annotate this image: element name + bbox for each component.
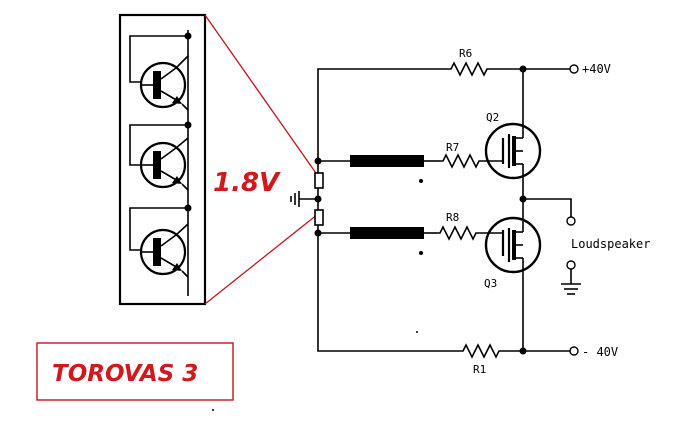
bias-element-bottom xyxy=(314,209,324,226)
label-r1: R1 xyxy=(473,363,486,376)
mosfet-q2 xyxy=(484,122,542,180)
label-r8: R8 xyxy=(446,211,459,224)
label-plus-supply: +40V xyxy=(582,62,611,76)
title-text: TOROVAS 3 xyxy=(52,361,198,387)
zoom-line-bottom xyxy=(204,213,319,305)
resistor-r8 xyxy=(437,225,485,241)
resistor-r6 xyxy=(446,61,490,77)
label-r6: R6 xyxy=(459,47,472,60)
plus-supply-terminal xyxy=(569,64,579,74)
mosfet-q3 xyxy=(484,216,542,274)
zoom-line-top xyxy=(204,14,319,177)
label-q3: Q3 xyxy=(484,277,497,290)
loudspeaker-terminal-bottom xyxy=(566,260,576,270)
inductor-top xyxy=(350,155,424,167)
label-r7: R7 xyxy=(446,141,459,154)
title-box: TOROVAS 3 xyxy=(36,342,234,401)
inductor-bottom xyxy=(350,227,424,239)
bias-element-top xyxy=(314,172,324,189)
main-circuit xyxy=(212,61,581,411)
label-minus-supply: - 40V xyxy=(582,345,618,359)
transistor-inset xyxy=(118,13,207,306)
resistor-r1 xyxy=(460,343,502,359)
label-q2: Q2 xyxy=(486,111,499,124)
speaker-ground-symbol xyxy=(561,283,581,295)
inset-transistor-1 xyxy=(129,32,192,111)
left-ground-symbol xyxy=(290,191,318,207)
resistor-r7 xyxy=(440,153,485,169)
bias-voltage-label: 1.8V xyxy=(213,168,281,198)
inset-transistor-2 xyxy=(129,121,192,191)
inset-transistor-3 xyxy=(129,204,192,278)
loudspeaker-terminal-top xyxy=(566,216,576,226)
label-loudspeaker: Loudspeaker xyxy=(571,237,650,251)
minus-supply-terminal xyxy=(569,346,579,356)
